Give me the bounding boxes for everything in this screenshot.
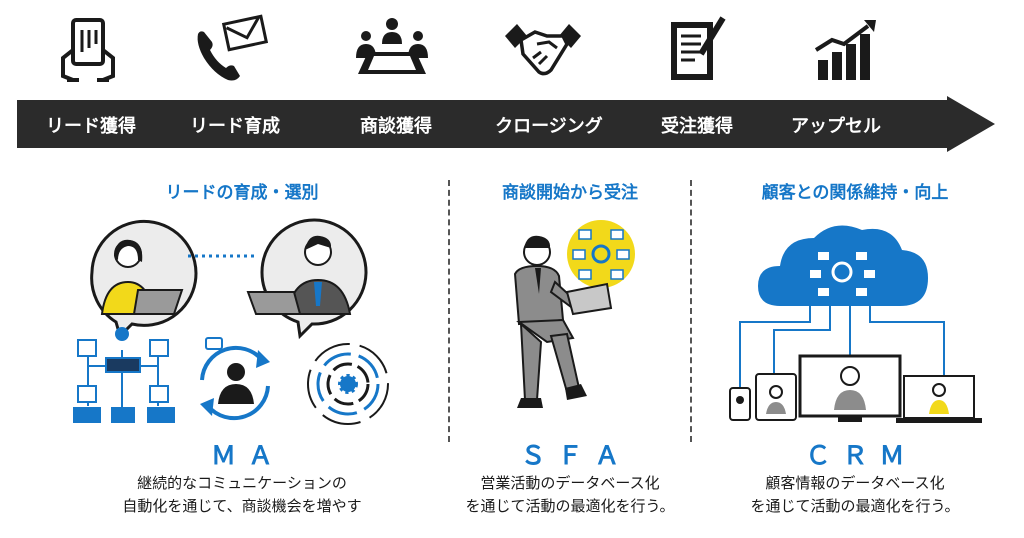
section-divider-left: [448, 180, 450, 442]
section-heading-crm: 顧客との関係維持・向上: [761, 183, 949, 203]
section-crm: 顧客との関係維持・向上: [700, 166, 1010, 538]
crm-illustration: [729, 225, 982, 423]
growth-chart-icon: [808, 14, 888, 86]
section-description-ma-line2: 自動化を通じて、商談機会を増やす: [122, 497, 362, 515]
section-description-crm: 顧客情報のデータベース化 を通じて活動の最適化を行う。: [700, 472, 1010, 518]
salesperson-figure: [513, 235, 613, 408]
tablet-device: [755, 373, 797, 421]
laptop-device: [896, 375, 982, 423]
phone-mail-icon: [190, 14, 270, 86]
section-description-ma-line1: 継続的なコミュニケーションの: [137, 474, 347, 492]
desktop-monitor-device: [798, 354, 902, 422]
meeting-icon: [352, 14, 432, 86]
tablet-hands-icon: [49, 14, 129, 86]
contract-pen-icon: [657, 14, 737, 86]
section-heading-sfa: 商談開始から受注: [502, 183, 638, 203]
handshake-icon: [503, 14, 583, 86]
section-description-sfa-line2: を通じて活動の最適化を行う。: [465, 497, 675, 515]
section-divider-right: [690, 180, 692, 442]
section-description-crm-line1: 顧客情報のデータベース化: [765, 474, 945, 492]
database-bubble-icon: [567, 220, 635, 288]
section-sfa: 商談開始から受注: [455, 166, 685, 538]
stage-label-deal-acquisition: 商談獲得: [360, 116, 432, 137]
section-title-crm: ＣＲＭ: [805, 441, 917, 470]
stage-label-upsell: アップセル: [791, 116, 881, 137]
process-arrow: [17, 96, 1017, 152]
lead-person-avatar: [90, 219, 198, 339]
ma-illustration: [73, 218, 389, 425]
section-ma: リードの育成・選別: [62, 166, 422, 538]
section-title-ma: ＭＡ: [210, 441, 285, 470]
cloud-connection-lines: [739, 306, 945, 388]
stage-label-closing: クロージング: [495, 116, 603, 137]
section-description-sfa-line1: 営業活動のデータベース化: [480, 474, 660, 492]
network-diagram-icon: [73, 327, 175, 423]
section-title-sfa: ＳＦＡ: [520, 441, 632, 470]
section-heading-ma: リードの育成・選別: [165, 183, 319, 203]
cloud-database-icon: [758, 225, 928, 306]
section-description-sfa: 営業活動のデータベース化 を通じて活動の最適化を行う。: [455, 472, 685, 518]
section-description-ma: 継続的なコミュニケーションの 自動化を通じて、商談機会を増やす: [62, 472, 422, 518]
gear-target-icon: [307, 343, 389, 425]
process-arrow-shape: [17, 96, 995, 152]
phone-device: [729, 387, 751, 421]
stage-icon-row: [0, 0, 1024, 95]
stage-label-order-received: 受注獲得: [661, 116, 733, 137]
stage-label-lead-nurturing: リード育成: [190, 116, 280, 137]
stage-label-lead-acquisition: リード獲得: [46, 116, 136, 137]
nurturing-cycle-icon: [200, 337, 270, 421]
sales-person-avatar: [246, 218, 368, 340]
sfa-illustration: [513, 220, 635, 408]
section-description-crm-line2: を通じて活動の最適化を行う。: [750, 497, 960, 515]
